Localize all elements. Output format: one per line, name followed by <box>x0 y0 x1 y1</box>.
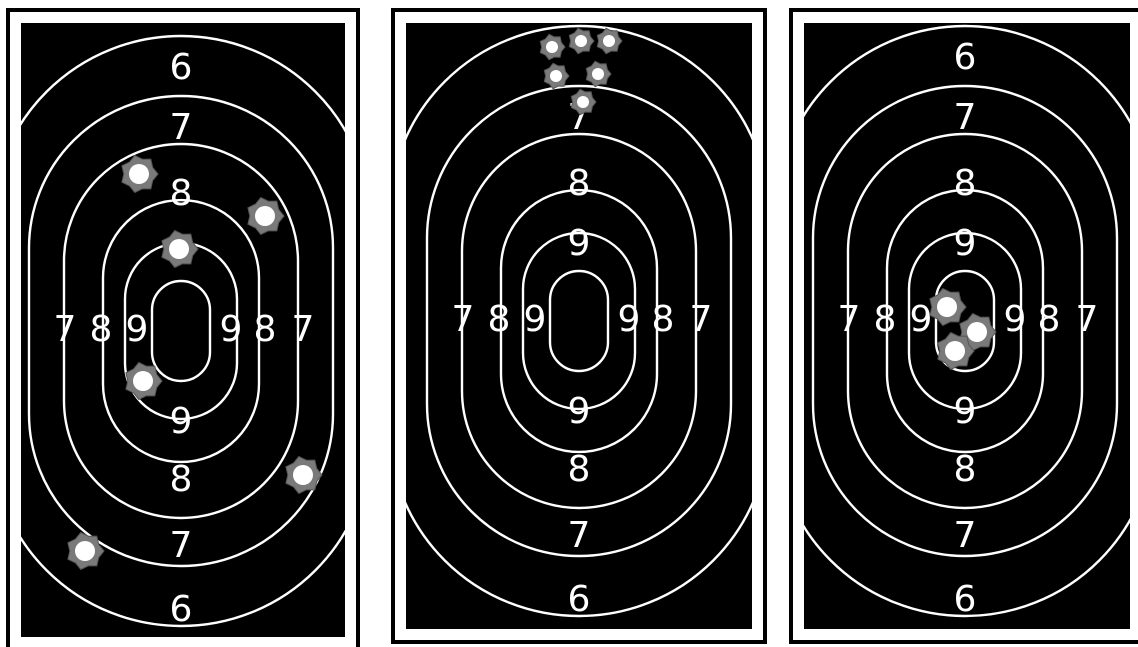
score-label-bottom: 6 <box>568 579 591 620</box>
score-label-left-7: 7 <box>54 309 77 350</box>
score-label-lower-8: 8 <box>568 449 591 490</box>
score-label-right-7: 7 <box>690 299 713 340</box>
score-label-right-8: 8 <box>1038 299 1061 340</box>
score-label-upper-7: 7 <box>954 97 977 138</box>
score-label-left-8: 8 <box>90 309 113 350</box>
score-label-right-9: 9 <box>618 299 641 340</box>
score-label-lower-9: 9 <box>954 391 977 432</box>
score-label-right-7: 7 <box>292 309 315 350</box>
score-label-left-9: 9 <box>910 299 933 340</box>
score-label-upper-8: 8 <box>170 173 193 214</box>
score-label-lower-8: 8 <box>170 459 193 500</box>
score-label-bottom: 6 <box>954 579 977 620</box>
score-label-lower-7: 7 <box>954 515 977 556</box>
score-label-bottom: 6 <box>170 589 193 630</box>
score-label-upper-8: 8 <box>568 163 591 204</box>
score-label-right-8: 8 <box>254 309 277 350</box>
score-label-left-9: 9 <box>524 299 547 340</box>
score-label-lower-8: 8 <box>954 449 977 490</box>
score-label-lower-9: 9 <box>568 391 591 432</box>
score-label-right-9: 9 <box>1004 299 1027 340</box>
score-label-upper-7: 7 <box>170 107 193 148</box>
score-label-top: 6 <box>170 47 193 88</box>
score-label-upper-8: 8 <box>954 163 977 204</box>
score-label-lower-9: 9 <box>170 401 193 442</box>
score-label-upper-9: 9 <box>568 223 591 264</box>
score-label-right-7: 7 <box>1076 299 1099 340</box>
score-label-left-8: 8 <box>488 299 511 340</box>
score-label-right-9: 9 <box>220 309 243 350</box>
score-label-top: 6 <box>954 37 977 78</box>
score-label-left-8: 8 <box>874 299 897 340</box>
score-label-lower-7: 7 <box>568 515 591 556</box>
score-label-right-8: 8 <box>652 299 675 340</box>
score-label-left-9: 9 <box>126 309 149 350</box>
score-label-lower-7: 7 <box>170 525 193 566</box>
score-label-left-7: 7 <box>452 299 475 340</box>
score-label-upper-9: 9 <box>954 223 977 264</box>
score-label-left-7: 7 <box>838 299 861 340</box>
